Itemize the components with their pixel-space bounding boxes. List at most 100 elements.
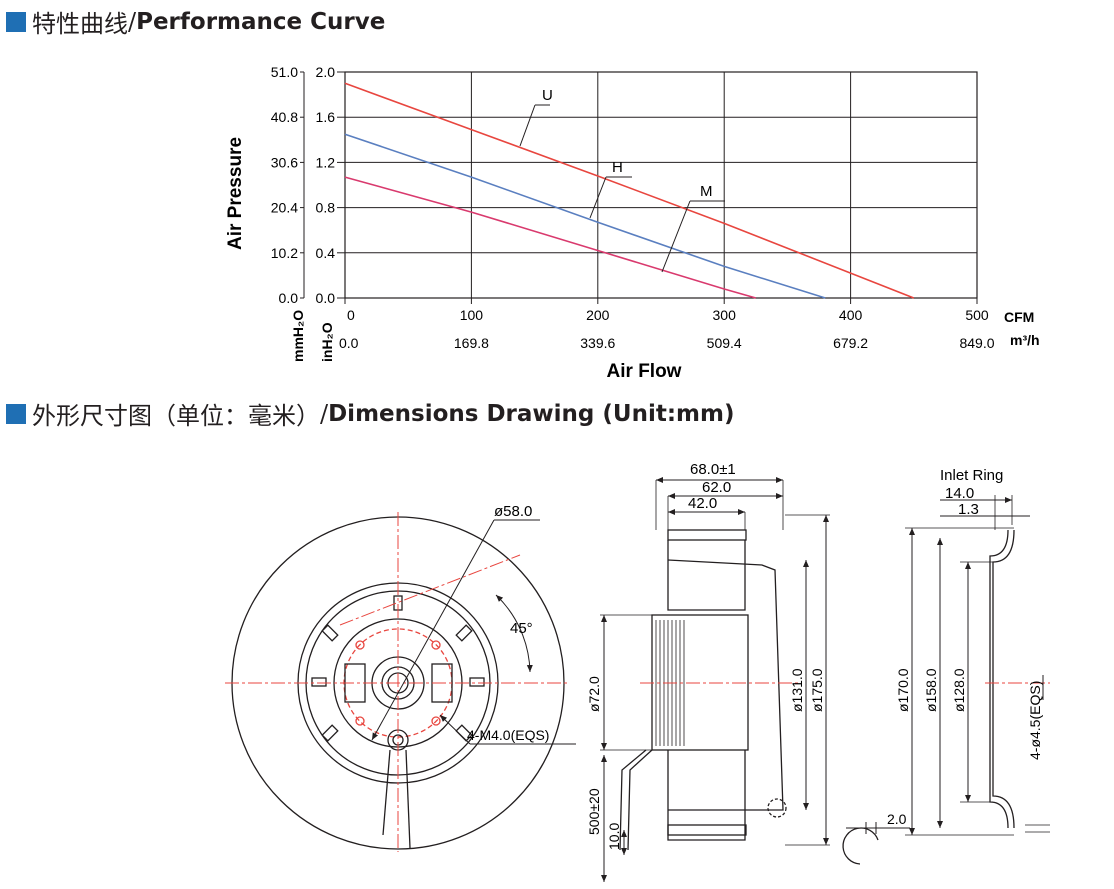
x-unit-m3h: m³/h	[1010, 332, 1040, 348]
y-tick-label-secondary: 0.0	[279, 290, 299, 306]
y-unit-mmh2o: mmH₂O	[290, 310, 306, 362]
heading-en: Dimensions Drawing (Unit:mm)	[328, 400, 735, 427]
lower-body	[667, 750, 746, 841]
dim-68: 68.0±1	[690, 461, 736, 478]
screw-hole	[355, 716, 365, 726]
dim-angle: 45°	[510, 620, 533, 637]
impeller-outline	[667, 559, 784, 811]
x-tick-label-secondary: 849.0	[959, 335, 994, 351]
x-tick-label-secondary: 679.2	[833, 335, 868, 351]
ring-profile-inner	[989, 529, 1009, 829]
y-tick-label: 0.4	[316, 245, 336, 261]
heading-separator: /	[128, 7, 137, 36]
x-tick-label-secondary: 339.6	[580, 335, 615, 351]
chart-ticks: 0 0.0 100 169.8 200 339.6 300 509.4 400 679.2 500 8…	[271, 64, 995, 351]
heading-separator: /	[320, 399, 329, 428]
x-axis-label: Air Flow	[607, 361, 682, 382]
series-line-h	[344, 133, 826, 299]
d58-leader	[371, 519, 495, 741]
clip	[455, 624, 473, 642]
x-tick-label: 500	[965, 307, 989, 323]
leader-u	[519, 104, 536, 147]
cable	[627, 749, 653, 851]
x-unit-cfm: CFM	[1004, 309, 1034, 325]
x-tick-label: 200	[586, 307, 610, 323]
clip	[321, 624, 339, 642]
y-tick-label: 1.6	[316, 109, 336, 125]
blue-square-icon	[6, 403, 26, 424]
heading-cn: 特性曲线	[32, 10, 128, 38]
clip	[311, 677, 327, 687]
cable	[619, 749, 647, 851]
y-tick-label-secondary: 10.2	[271, 245, 298, 261]
y-tick-label: 0.8	[316, 200, 336, 216]
centerline-diag	[339, 554, 521, 626]
y-tick-label: 0.0	[316, 290, 336, 306]
dim-62: 62.0	[702, 479, 731, 496]
section-heading-performance: 特性曲线 / Performance Curve	[6, 4, 385, 39]
angle-arc	[495, 594, 533, 673]
chart-curves	[344, 82, 915, 299]
leader-m	[661, 200, 691, 273]
x-tick-label-secondary: 169.8	[454, 335, 489, 351]
clip	[469, 677, 485, 687]
performance-chart: 0 0.0 100 169.8 200 339.6 300 509.4 400 679.2 500 8…	[225, 64, 1040, 382]
bottom-ring	[667, 824, 747, 836]
clip	[321, 724, 339, 742]
dim-10: 10.0	[606, 823, 622, 850]
y-tick-label-secondary: 30.6	[271, 154, 298, 170]
detail-arc	[842, 827, 879, 865]
chart-grid	[344, 71, 978, 299]
front-view	[225, 512, 576, 852]
series-line-m	[344, 176, 757, 299]
y-tick-label-secondary: 40.8	[271, 109, 298, 125]
dim-2: 2.0	[887, 811, 907, 827]
x-tick-label: 0	[347, 307, 355, 323]
heading-cn: 外形尺寸图（单位：毫米）	[32, 402, 320, 430]
cable-line	[382, 749, 391, 836]
curve-label-h: H	[612, 159, 623, 176]
side-view	[600, 477, 830, 882]
dim-d58: ø58.0	[494, 503, 532, 520]
y-tick-label-secondary: 20.4	[271, 200, 298, 216]
screw-hole	[355, 640, 365, 650]
inlet-ring-title: Inlet Ring	[940, 467, 1003, 484]
dim-500: 500±20	[586, 788, 602, 835]
detail-circle	[767, 798, 787, 818]
curve-label-m: M	[700, 183, 713, 200]
curve-label-u: U	[542, 87, 553, 104]
dim-d131: ø131.0	[789, 668, 805, 712]
leader-h	[589, 176, 607, 219]
upper-body	[667, 540, 746, 611]
y-unit-inh2o: inH₂O	[319, 322, 335, 362]
section-heading-dimensions: 外形尺寸图（单位：毫米） / Dimensions Drawing (Unit:…	[6, 396, 734, 431]
x-tick-label-secondary: 0.0	[339, 335, 359, 351]
dim-13: 1.3	[958, 501, 979, 518]
dim-d175: ø175.0	[809, 668, 825, 712]
blue-square-icon	[6, 11, 26, 32]
dim-screws: 4-M4.0(EQS)	[467, 727, 549, 743]
dim-d128: ø128.0	[951, 668, 967, 712]
ring-profile	[992, 529, 1015, 829]
dim-holes: 4-ø4.5(EQS)	[1027, 681, 1043, 760]
dim-d170: ø170.0	[895, 668, 911, 712]
heading-en: Performance Curve	[136, 8, 386, 35]
cable-line	[405, 749, 411, 849]
dim-d158: ø158.0	[923, 668, 939, 712]
top-ring	[667, 529, 747, 541]
inlet-ring-view	[842, 495, 1050, 865]
screw-leader	[439, 714, 471, 745]
x-tick-label: 400	[839, 307, 863, 323]
dim-42: 42.0	[688, 495, 717, 512]
plot-frame	[344, 71, 978, 299]
y-tick-label: 2.0	[316, 64, 336, 80]
y-tick-label: 1.2	[316, 154, 336, 170]
dim-14: 14.0	[945, 485, 974, 502]
y-axis-label: Air Pressure	[225, 137, 246, 250]
x-tick-label-secondary: 509.4	[707, 335, 742, 351]
x-tick-label: 100	[460, 307, 484, 323]
dim-d72: ø72.0	[586, 676, 602, 712]
x-tick-label: 300	[713, 307, 737, 323]
y-tick-label-secondary: 51.0	[271, 64, 298, 80]
dimensions-drawing: ø58.0 45° 4-M4.0(EQS)	[225, 461, 1050, 882]
